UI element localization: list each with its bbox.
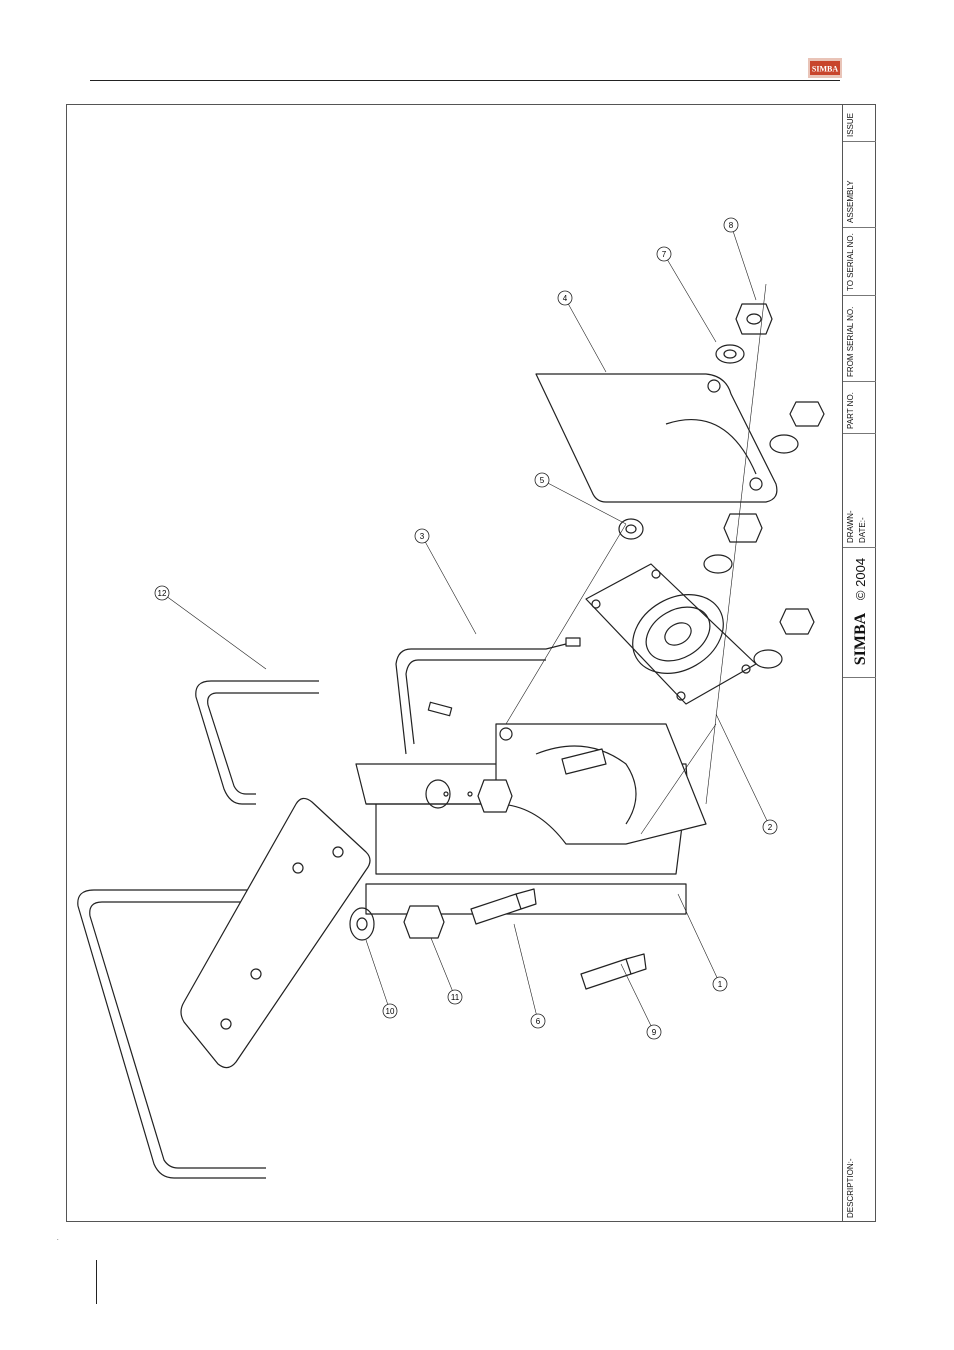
copyright-text: © 2004 — [847, 554, 873, 604]
svg-text:SIMBA: SIMBA — [852, 612, 869, 665]
nut-r1 — [790, 402, 824, 426]
callout-7: 7 — [657, 247, 671, 261]
nut-mid — [478, 780, 512, 812]
bolt-6 — [471, 889, 536, 924]
tb-brand: SIMBA © 2004 — [843, 548, 876, 678]
from-serial-label: FROM SERIAL NO. — [846, 307, 856, 377]
svg-text:3: 3 — [420, 532, 425, 541]
assembly-label: ASSEMBLY — [846, 180, 856, 223]
svg-text:5: 5 — [540, 476, 545, 485]
svg-text:10: 10 — [386, 1007, 395, 1016]
simba-logo-rotated: SIMBA — [845, 606, 875, 672]
simba-logo: SIMBA — [808, 58, 842, 78]
tb-from-serial: FROM SERIAL NO. — [843, 296, 876, 382]
svg-text:4: 4 — [563, 294, 568, 303]
bracket — [496, 724, 706, 844]
callout-10: 10 — [383, 1004, 397, 1018]
u-bolt-upper — [196, 681, 319, 804]
washer-r3 — [754, 650, 782, 668]
washer-10 — [350, 908, 374, 940]
callout-8: 8 — [724, 218, 738, 232]
footer-mark: . — [57, 1236, 59, 1242]
nut-11 — [404, 906, 444, 938]
description-label: DESCRIPTION:- — [846, 1158, 856, 1218]
footer-rule — [96, 1260, 97, 1304]
callout-11: 11 — [448, 990, 462, 1004]
svg-text:8: 8 — [729, 221, 734, 230]
callout-4: 4 — [558, 291, 572, 305]
tb-issue: ISSUE — [843, 104, 876, 142]
svg-text:1: 1 — [718, 980, 723, 989]
cover-plate — [536, 374, 777, 502]
svg-text:SIMBA: SIMBA — [812, 65, 838, 74]
svg-text:7: 7 — [662, 250, 667, 259]
flange-bearing — [586, 564, 756, 704]
washer-r1 — [770, 435, 798, 453]
tb-drawn-date: DRAWN- DATE:- — [843, 434, 876, 548]
exploded-assembly-drawing: 12 3 5 4 7 8 2 1 9 6 11 10 — [66, 104, 842, 1222]
mounting-plate — [181, 798, 370, 1067]
svg-text:2: 2 — [768, 823, 773, 832]
svg-text:6: 6 — [536, 1017, 541, 1026]
tb-assembly: ASSEMBLY — [843, 142, 876, 228]
svg-text:12: 12 — [158, 589, 167, 598]
issue-label: ISSUE — [846, 113, 856, 137]
tb-description: DESCRIPTION:- — [843, 678, 876, 1222]
washer-r2 — [704, 555, 732, 573]
callout-2: 2 — [763, 820, 777, 834]
to-serial-label: TO SERIAL NO. — [846, 233, 856, 291]
nut-8 — [736, 304, 772, 334]
callout-6: 6 — [531, 1014, 545, 1028]
bolt-9 — [581, 954, 646, 989]
callout-3: 3 — [415, 529, 429, 543]
part-no-label: PART NO. — [846, 392, 856, 429]
tb-to-serial: TO SERIAL NO. — [843, 228, 876, 296]
title-block: ISSUE ASSEMBLY TO SERIAL NO. FROM SERIAL… — [842, 104, 876, 1222]
nut-r2 — [724, 514, 762, 542]
svg-text:© 2004: © 2004 — [853, 558, 868, 600]
washer-7 — [716, 345, 744, 363]
svg-text:11: 11 — [451, 993, 460, 1002]
callout-12: 12 — [155, 586, 169, 600]
svg-text:9: 9 — [652, 1028, 657, 1037]
callout-1: 1 — [713, 977, 727, 991]
nut-r3 — [780, 609, 814, 634]
header-rule — [90, 80, 840, 81]
drawn-label: DRAWN- — [846, 510, 856, 543]
tb-part-no: PART NO. — [843, 382, 876, 434]
callout-5: 5 — [535, 473, 549, 487]
date-label: DATE:- — [858, 517, 868, 543]
callout-9: 9 — [647, 1025, 661, 1039]
